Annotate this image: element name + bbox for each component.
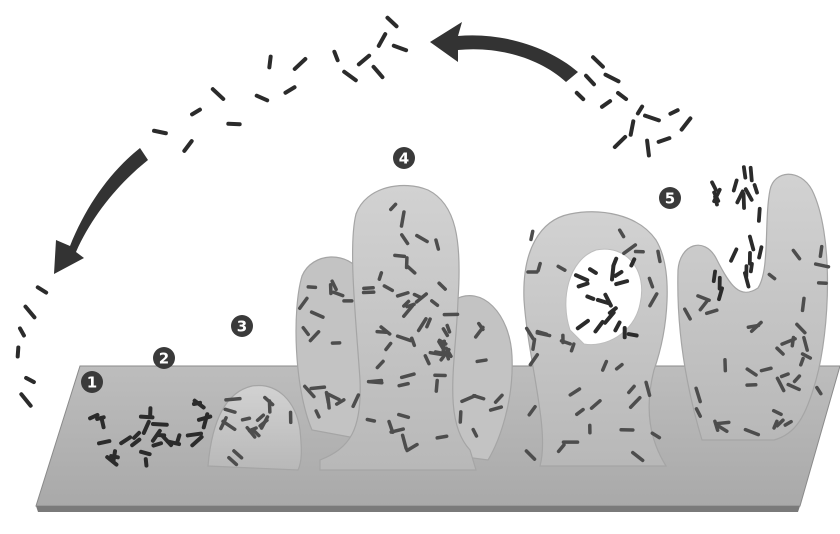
bacterium-cell	[152, 128, 169, 135]
bacterium-cell	[752, 183, 759, 195]
bacterium-cell	[283, 85, 298, 96]
bacterium-cell	[331, 341, 342, 345]
stage-5-dispersing-colony-a	[524, 212, 667, 466]
substrate-edge	[36, 506, 800, 512]
bacterium-cell	[356, 53, 372, 67]
stage-number-5: 5	[665, 190, 675, 208]
bacterium-cell	[749, 166, 754, 183]
bacterium-cell	[590, 54, 606, 69]
bacterium-cell	[226, 122, 242, 127]
bacterium-cell	[362, 290, 376, 294]
bacterium-cell	[635, 104, 645, 116]
bacterium-cell	[588, 424, 592, 435]
bacterium-cell	[292, 56, 308, 72]
bacterium-cell	[668, 108, 681, 117]
bacterium-cell	[615, 90, 629, 102]
dispersal-arrow-right	[430, 22, 578, 82]
bacterium-cell	[744, 264, 748, 278]
bacterium-cell	[35, 285, 49, 296]
bacterium-cell	[341, 69, 358, 83]
bacterium-cell	[642, 113, 661, 123]
bacterium-cell	[17, 326, 26, 339]
return-arrow-left	[54, 148, 148, 274]
bacterium-cell	[645, 138, 651, 157]
bacterium-cell	[371, 64, 386, 80]
bacterium-cell	[599, 98, 613, 109]
stage-number-2: 2	[159, 350, 169, 368]
bacterium-cell	[16, 345, 21, 358]
bacterium-cell	[628, 119, 635, 137]
bacterium-cell	[433, 373, 447, 377]
bacterium-cell	[376, 31, 388, 48]
bacterium-cell	[757, 245, 764, 260]
bacterium-cell	[742, 165, 748, 180]
stage-badge-3: 3	[231, 315, 253, 337]
bacterium-cell	[332, 49, 340, 63]
bacterium-cell	[562, 440, 580, 444]
bacterium-cell	[612, 134, 628, 150]
bacterium-cell	[268, 399, 272, 414]
bacterium-cell	[748, 234, 756, 252]
bacterium-cell	[19, 391, 34, 408]
bacterium-cell	[329, 283, 333, 295]
bacterium-cell	[723, 358, 727, 373]
stage-number-3: 3	[237, 318, 247, 336]
bacterium-cell	[289, 411, 293, 425]
bacterium-cell	[182, 138, 195, 153]
stage-badge-2: 2	[153, 347, 175, 369]
bacterium-cell	[189, 107, 202, 117]
bacterium-cell	[443, 313, 460, 317]
stage-number-1: 1	[87, 374, 97, 392]
bacterium-cell	[679, 116, 693, 133]
bacterium-cell	[574, 90, 586, 102]
bacterium-cell	[619, 428, 634, 432]
bacterium-cell	[656, 136, 672, 145]
bacterium-cell	[529, 229, 535, 241]
bacterium-cell	[267, 54, 273, 69]
bacterium-cell	[458, 410, 462, 424]
bacterium-cell	[23, 304, 38, 320]
bacterium-cell	[757, 207, 762, 223]
bacterium-cell	[731, 178, 739, 193]
stage-number-4: 4	[399, 150, 409, 168]
bacterium-cell	[817, 281, 828, 285]
stage-badge-1: 1	[81, 371, 103, 393]
bacterium-cell	[603, 72, 621, 84]
bacterium-cell	[729, 247, 739, 263]
bacterium-cell	[583, 73, 597, 87]
bacterium-cell	[306, 285, 317, 289]
bacterium-cell	[634, 250, 645, 254]
bacterium-cell	[745, 383, 757, 387]
bacterium-cell	[391, 43, 408, 53]
bacterium-cell	[254, 93, 270, 103]
bacterium-cell	[385, 15, 400, 29]
bacterium-cell	[342, 299, 353, 303]
stage-4-mature-biofilm	[296, 185, 512, 470]
bacterium-cell	[210, 86, 226, 101]
stage-5-dispersing-colony-b	[678, 174, 831, 440]
stage-badge-4: 4	[393, 147, 415, 169]
stage-badge-5: 5	[659, 187, 681, 209]
bacterium-cell	[623, 326, 627, 339]
bacterium-cell	[23, 375, 36, 385]
